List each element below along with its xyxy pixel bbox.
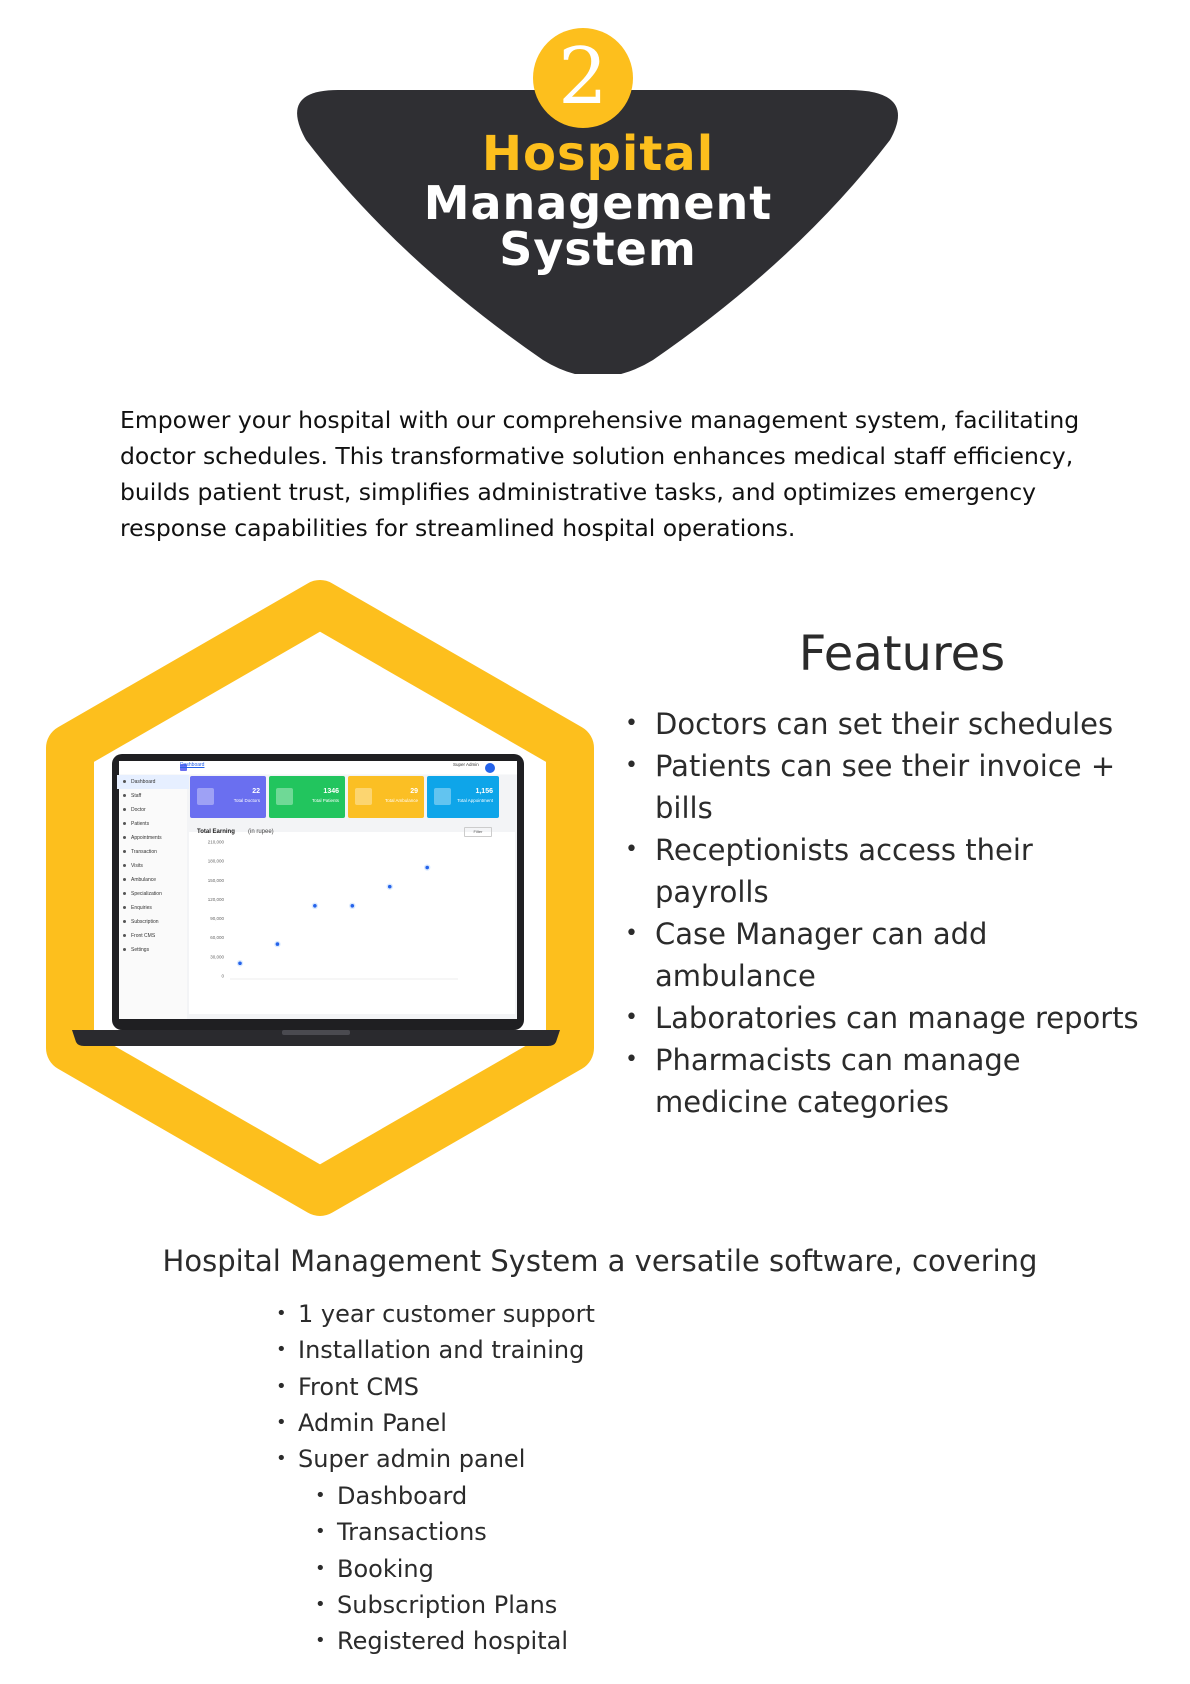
section-number-badge: 2	[533, 28, 633, 128]
y-tick-label: 210,000	[208, 840, 225, 845]
feature-item: Case Manager can add ambulance	[625, 913, 1155, 997]
y-tick-label: 120,000	[208, 897, 225, 902]
data-point[interactable]	[275, 942, 280, 946]
y-tick-label: 30,000	[210, 954, 224, 959]
sub-item: Transactions	[315, 1514, 937, 1551]
coverage-heading: Hospital Management System a versatile s…	[162, 1244, 1038, 1278]
sidebar-item-appointments[interactable]: Appointments	[117, 831, 189, 845]
sub-item: Subscription Plans	[315, 1587, 937, 1624]
intro-paragraph: Empower your hospital with our comprehen…	[120, 406, 1080, 542]
sidebar-item-enquiries[interactable]: Enquiries	[117, 901, 189, 915]
title-system: System	[499, 222, 697, 276]
doctor-icon	[197, 788, 214, 805]
sidebar-item-subscription[interactable]: Subscription	[117, 915, 189, 929]
title-hospital: Hospital	[481, 126, 715, 182]
data-point[interactable]	[313, 904, 317, 908]
coverage-item: 1 year customer support	[276, 1296, 898, 1333]
sidebar-item-doctor[interactable]: Doctor	[117, 803, 189, 817]
title-management: Management	[423, 176, 773, 230]
sub-item: Booking	[315, 1551, 937, 1588]
sidebar-item-specialization[interactable]: Specialization	[117, 887, 189, 901]
laptop-mockup	[72, 754, 560, 1046]
chart-filter-select[interactable]: Filter	[464, 827, 492, 837]
stat-card-patients[interactable]: 1346 Total Patients	[269, 776, 345, 818]
user-name[interactable]: Super Admin	[453, 762, 479, 767]
ambulance-icon	[355, 788, 372, 805]
data-point[interactable]	[238, 961, 242, 966]
hexagon-frame	[46, 580, 594, 1216]
sub-item: Registered hospital	[315, 1623, 937, 1660]
feature-item: Laboratories can manage reports	[625, 997, 1155, 1039]
features-list: Doctors can set their schedules Patients…	[625, 703, 1155, 1123]
coverage-item: Installation and training	[276, 1332, 898, 1369]
sidebar-item-patients[interactable]: Patients	[117, 817, 189, 831]
y-tick-label: 0	[221, 974, 224, 979]
coverage-list: 1 year customer support Installation and…	[276, 1296, 898, 1478]
title-banner	[297, 90, 898, 374]
super-admin-sub-list: Dashboard Transactions Booking Subscript…	[315, 1478, 937, 1660]
dashboard-sidebar: Dashboard Staff Doctor Patients Appointm…	[117, 775, 189, 957]
stat-card-ambulance[interactable]: 29 Total Ambulance	[348, 776, 424, 818]
coverage-item: Super admin panel	[276, 1441, 898, 1478]
data-point[interactable]	[387, 884, 392, 889]
feature-item: Patients can see their invoice + bills	[625, 745, 1155, 829]
data-point[interactable]	[425, 865, 429, 870]
sidebar-item-ambulance[interactable]: Ambulance	[117, 873, 189, 887]
breadcrumb[interactable]: Dashboard	[180, 762, 205, 768]
sidebar-item-visits[interactable]: Visits	[117, 859, 189, 873]
y-tick-label: 150,000	[208, 878, 225, 883]
chart-title: Total Earning	[197, 829, 235, 835]
y-tick-label: 90,000	[210, 916, 224, 921]
stat-card-doctors[interactable]: 22 Total Doctors	[190, 776, 266, 818]
coverage-item: Front CMS	[276, 1369, 898, 1406]
sidebar-item-transaction[interactable]: Transaction	[117, 845, 189, 859]
sidebar-item-settings[interactable]: Settings	[117, 943, 189, 957]
sidebar-item-front-cms[interactable]: Front CMS	[117, 929, 189, 943]
calendar-icon	[434, 788, 451, 805]
sub-item: Dashboard	[315, 1478, 937, 1515]
feature-item: Doctors can set their schedules	[625, 703, 1155, 745]
stat-card-appointments[interactable]: 1,156 Total Appointment	[427, 776, 499, 818]
data-point[interactable]	[350, 904, 355, 908]
y-tick-label: 180,000	[208, 859, 225, 864]
coverage-item: Admin Panel	[276, 1405, 898, 1442]
sidebar-item-dashboard[interactable]: Dashboard	[117, 775, 189, 789]
chart-unit: (in rupee)	[248, 829, 274, 835]
feature-item: Pharmacists can manage medicine categori…	[625, 1039, 1155, 1123]
patient-icon	[276, 788, 293, 805]
sidebar-item-staff[interactable]: Staff	[117, 789, 189, 803]
features-heading: Features	[798, 626, 1006, 682]
feature-item: Receptionists access their payrolls	[625, 829, 1155, 913]
earning-scatter-chart: 210,000 180,000 150,000 120,000 90,000 60,000…	[208, 840, 458, 980]
y-tick-label: 60,000	[210, 935, 224, 940]
